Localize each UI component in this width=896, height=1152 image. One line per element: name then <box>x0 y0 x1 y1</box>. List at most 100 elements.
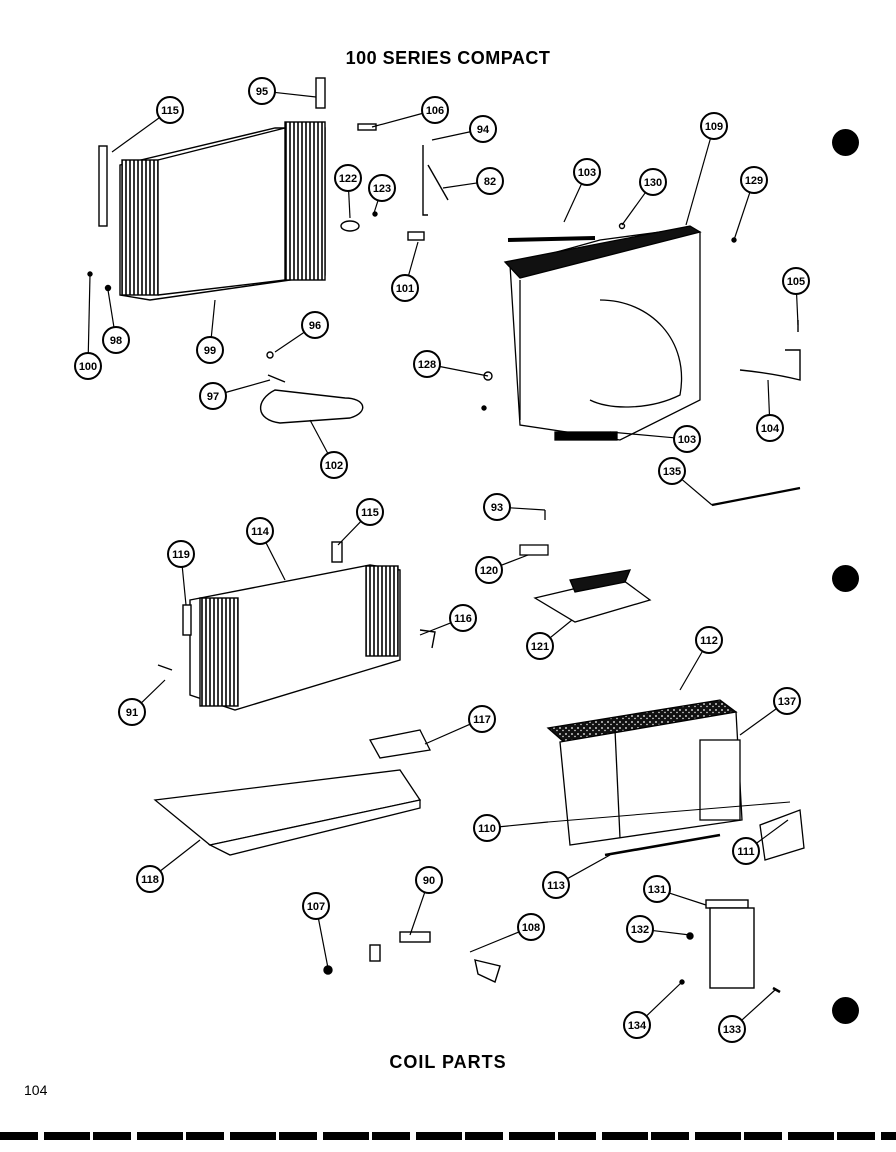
callout-circle <box>718 1015 746 1043</box>
callout-label: 105 <box>787 276 805 288</box>
base-pan <box>153 729 431 856</box>
callout-label: 112 <box>700 635 718 647</box>
callout-circle <box>302 892 330 920</box>
leader-c129 <box>733 192 751 241</box>
callout-label: 96 <box>309 320 321 332</box>
callout-label: 106 <box>426 105 444 117</box>
callout-c112: 112 <box>695 626 723 654</box>
callout-c132: 132 <box>626 915 654 943</box>
callout-label: 123 <box>373 183 391 195</box>
callout-c102: 102 <box>320 451 348 479</box>
callout-c123: 123 <box>368 174 396 202</box>
callout-label: 122 <box>339 173 357 185</box>
callout-c133: 133 <box>718 1015 746 1043</box>
leader-c122 <box>348 190 351 219</box>
callout-circle <box>643 875 671 903</box>
upper-hardware <box>87 123 801 424</box>
callout-c97: 97 <box>199 382 227 410</box>
leader-c123 <box>373 200 379 214</box>
callout-label: 115 <box>361 507 379 519</box>
callout-c91: 91 <box>118 698 146 726</box>
callout-label: 121 <box>531 641 549 653</box>
callout-label: 117 <box>473 714 491 726</box>
leader-c103b <box>609 431 675 439</box>
leader-c99 <box>210 299 216 338</box>
callout-label: 104 <box>761 423 780 435</box>
leader-c107 <box>317 918 329 969</box>
callout-label: 91 <box>126 707 138 719</box>
callout-circle <box>391 274 419 302</box>
page-title: 100 SERIES COMPACT <box>345 48 551 68</box>
condenser-coil <box>119 121 326 301</box>
callout-label: 99 <box>204 345 216 357</box>
callout-label: 95 <box>256 86 268 98</box>
callout-label: 102 <box>325 460 343 472</box>
blower-housing <box>503 225 702 441</box>
callout-circle <box>542 871 570 899</box>
callout-c122: 122 <box>334 164 362 192</box>
leader-c95 <box>274 91 317 98</box>
leader-c117 <box>424 723 471 745</box>
callout-label: 107 <box>307 901 325 913</box>
callout-circle <box>421 96 449 124</box>
callout-c130: 130 <box>639 168 667 196</box>
leader-c130 <box>621 192 646 226</box>
callout-circle <box>483 493 511 521</box>
callout-label: 103 <box>678 434 696 446</box>
leader-c128 <box>439 365 489 377</box>
callout-label: 135 <box>663 466 681 478</box>
callout-circle <box>626 915 654 943</box>
page-number: 104 <box>24 1082 48 1098</box>
callout-circle <box>476 167 504 195</box>
leader-c119 <box>181 566 187 606</box>
callout-label: 132 <box>631 924 649 936</box>
callout-label: 94 <box>477 124 490 136</box>
callout-circle <box>196 336 224 364</box>
callout-label: 131 <box>648 884 666 896</box>
callout-label: 116 <box>454 613 472 625</box>
leader-c102 <box>309 419 329 454</box>
callout-label: 108 <box>522 922 540 934</box>
leader-c134 <box>645 981 683 1017</box>
leader-c133 <box>741 989 776 1021</box>
leader-c97 <box>225 379 271 394</box>
callout-circle <box>573 158 601 186</box>
callout-c104: 104 <box>756 414 784 442</box>
callout-circle <box>658 457 686 485</box>
callout-c134: 134 <box>623 1011 651 1039</box>
leader-c135 <box>681 478 713 506</box>
rod-135 <box>711 486 801 507</box>
callout-label: 134 <box>628 1020 647 1032</box>
callout-c93: 93 <box>483 493 511 521</box>
callout-c101: 101 <box>391 274 419 302</box>
leader-c90 <box>409 892 426 936</box>
callout-c105: 105 <box>782 267 810 295</box>
leader-c106a <box>371 112 423 128</box>
leader-c108 <box>469 931 520 953</box>
callout-circle <box>102 326 130 354</box>
callout-circle <box>756 414 784 442</box>
callout-label: 90 <box>423 875 435 887</box>
callout-label: 114 <box>251 526 270 538</box>
callout-c118: 118 <box>136 865 164 893</box>
leader-c112 <box>679 650 703 691</box>
callout-label: 97 <box>207 391 219 403</box>
leader-c118 <box>159 839 201 872</box>
leader-c105 <box>795 293 799 326</box>
callout-circle <box>773 687 801 715</box>
binder-hole-top <box>832 129 859 156</box>
callout-label: 128 <box>418 359 436 371</box>
callout-c113: 113 <box>542 871 570 899</box>
callout-circle <box>118 698 146 726</box>
callout-c107: 107 <box>302 892 330 920</box>
callout-circle <box>732 837 760 865</box>
callout-circle <box>695 626 723 654</box>
callout-circle <box>156 96 184 124</box>
callout-label: 98 <box>110 335 122 347</box>
leader-c120 <box>500 554 529 566</box>
callout-circle <box>301 311 329 339</box>
callout-label: 120 <box>480 565 498 577</box>
callout-circle <box>167 540 195 568</box>
callout-circle <box>740 166 768 194</box>
